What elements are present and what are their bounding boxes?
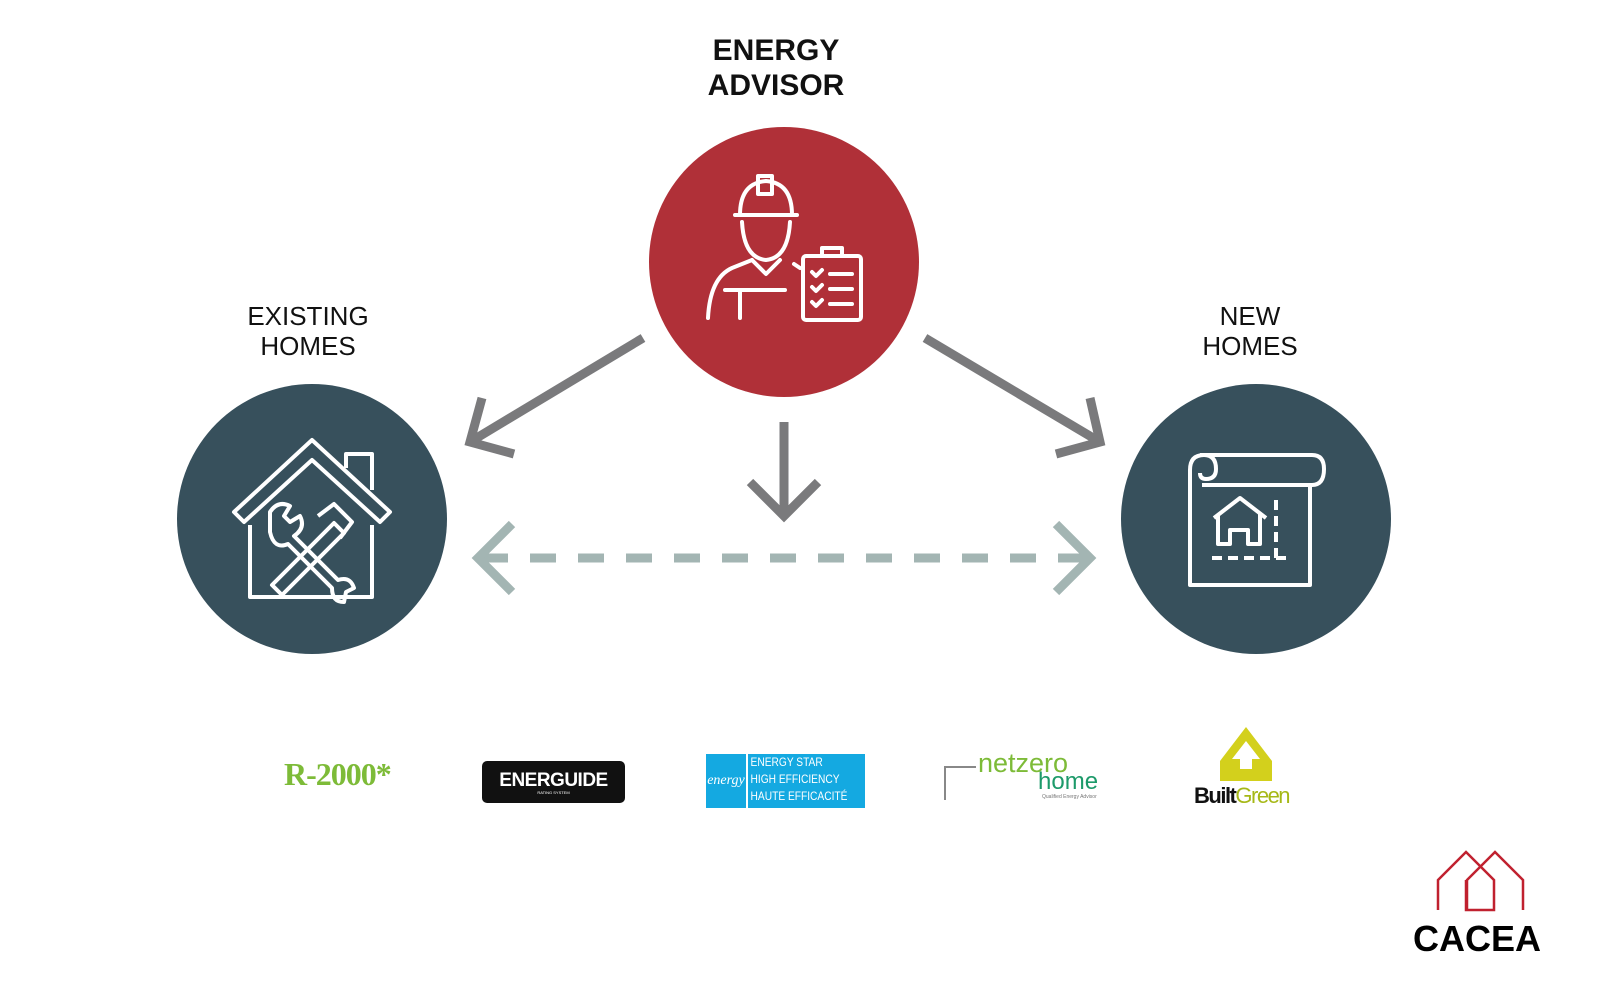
title-line: HOMES [260,330,356,361]
new-homes-circle [1121,384,1391,654]
worker-clipboard-icon [706,174,863,322]
builtgreen-text: BuiltGreen [1194,783,1291,809]
netzero-home-logo: netzero home Qualified Energy Advisor [944,748,1109,805]
title-line: HOMES [1202,330,1298,361]
title-line: ENERGY [712,34,840,67]
arrow-right-head [1054,397,1106,459]
arrows [464,334,1106,523]
cacea-logo-text: CACEA [1413,918,1542,959]
existing-homes-circle [177,384,447,654]
energystar-mark: energy [706,754,748,808]
arrow-left [467,334,646,446]
energuide-text: ENERGUIDE [499,770,608,791]
home-text: home [1038,768,1099,795]
title-line: NEW [1219,301,1281,331]
built-text: Built [1194,783,1237,808]
r2000-logo: R-2000* [284,756,392,792]
title-line: ADVISOR [707,68,845,102]
energystar-logo: energy ENERGY STAR HIGH EFFICIENCY HAUTE… [706,754,865,808]
energystar-text: ENERGY STAR HIGH EFFICIENCY HAUTE EFFICA… [748,754,848,808]
energuide-sub: RATING SYSTEM [537,790,570,795]
arrow-down-head [746,478,822,523]
builtgreen-house-icon [1220,727,1272,781]
title-line: EXISTING [247,301,369,331]
cacea-logo-mark [1436,850,1525,912]
energuide-logo: ENERGUIDE RATING SYSTEM [482,761,625,803]
advisor-circle [649,127,919,397]
energystar-line: HIGH EFFICIENCY [750,772,840,786]
new-homes-title: NEW HOMES [1150,301,1350,362]
arrow-left-head [464,396,516,459]
existing-homes-title: EXISTING HOMES [208,301,408,362]
netzero-sub: Qualified Energy Advisor [1042,794,1097,800]
dashed-double-arrow [471,520,1097,596]
arrow-right [922,334,1103,446]
energystar-line: HAUTE EFFICACITÉ [750,789,848,803]
builtgreen-logo: BuiltGreen [1192,725,1302,810]
energy-advisor-title: ENERGY ADVISOR [676,34,876,103]
maple-leaf-icon [944,766,976,800]
green-text: Green [1235,783,1290,808]
netzero-text: netzero [978,748,1069,778]
energystar-line: ENERGY STAR [750,755,823,769]
house-blueprint-icon [1188,453,1326,587]
house-tools-icon [232,438,392,604]
